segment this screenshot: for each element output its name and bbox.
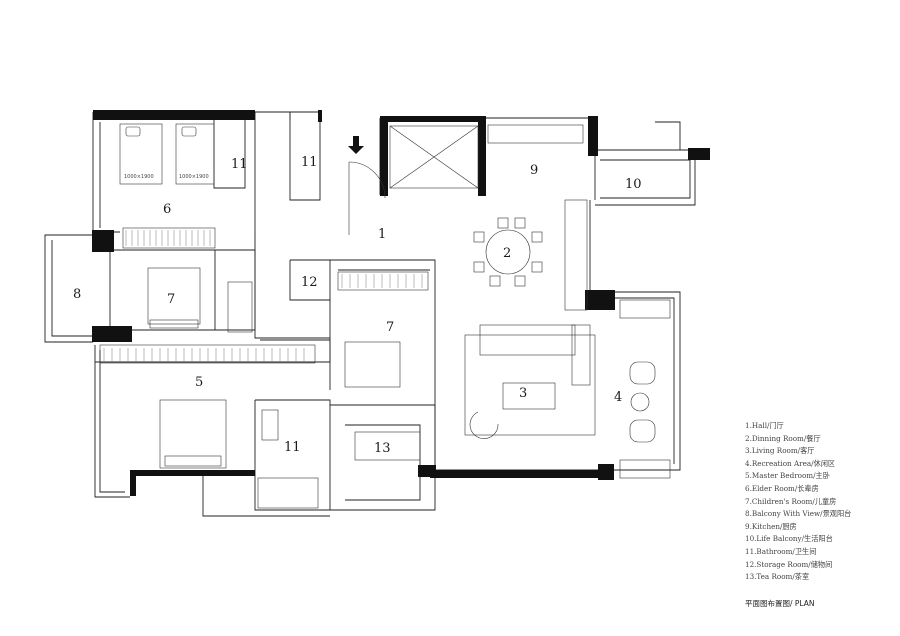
room-label-bath-corridor: 11 [301, 155, 318, 170]
legend-item: 12.Storage Room/储物间 [745, 559, 833, 569]
room-label-bath-master: 11 [284, 440, 301, 455]
wall-outlines [44, 111, 696, 517]
room-label-master: 5 [195, 375, 203, 390]
room-legend: 1.Hall/门厅 2.Dinning Room/餐厅 3.Living Roo… [745, 420, 895, 584]
legend-item: 8.Balcony With View/景观阳台 [745, 509, 852, 519]
bed-dim-label: 1000×1900 [179, 174, 209, 180]
room-labels: 1 2 3 4 5 6 7 7 8 9 10 11 11 11 12 13 [73, 155, 642, 456]
legend-item: 11.Bathroom/卫生间 [745, 546, 817, 556]
legend-item: 9.Kitchen/厨房 [745, 521, 797, 531]
room-label-children-left: 7 [167, 292, 175, 307]
legend-item: 3.Living Room/客厅 [745, 446, 815, 456]
bed-dim-label: 1000×1900 [124, 174, 154, 180]
dining-chairs [473, 217, 543, 287]
room-label-hall: 1 [378, 227, 386, 242]
legend-item: 10.Life Balcony/生活阳台 [745, 534, 833, 544]
entry-arrow-icon [348, 136, 364, 154]
legend-item: 4.Recreation Area/休闲区 [745, 458, 836, 468]
legend-item: 13.Tea Room/茶室 [745, 572, 810, 582]
legend-item: 7.Children's Room/儿童房 [745, 496, 837, 506]
room-label-living: 3 [519, 386, 527, 401]
room-label-life-balcony: 10 [625, 177, 642, 192]
legend-item: 5.Master Bedroom/主卧 [745, 471, 830, 481]
legend-item: 2.Dinning Room/餐厅 [745, 433, 821, 443]
room-label-tea: 13 [374, 441, 391, 456]
furniture [99, 123, 671, 509]
plan-title: 平面图布置图/ PLAN [745, 599, 815, 608]
legend-item: 6.Elder Room/长辈房 [745, 483, 819, 493]
solid-walls [92, 110, 710, 496]
room-label-bath-elder: 11 [231, 157, 248, 172]
room-label-kitchen: 9 [530, 163, 538, 178]
room-label-dining: 2 [503, 246, 511, 261]
room-label-storage: 12 [301, 275, 318, 290]
room-label-balcony-view: 8 [73, 287, 81, 302]
room-label-children-right: 7 [386, 320, 394, 335]
wardrobe-hatches [103, 230, 423, 361]
room-label-elder: 6 [163, 202, 171, 217]
legend-item: 1.Hall/门厅 [745, 421, 784, 430]
room-label-recreation: 4 [614, 390, 622, 405]
